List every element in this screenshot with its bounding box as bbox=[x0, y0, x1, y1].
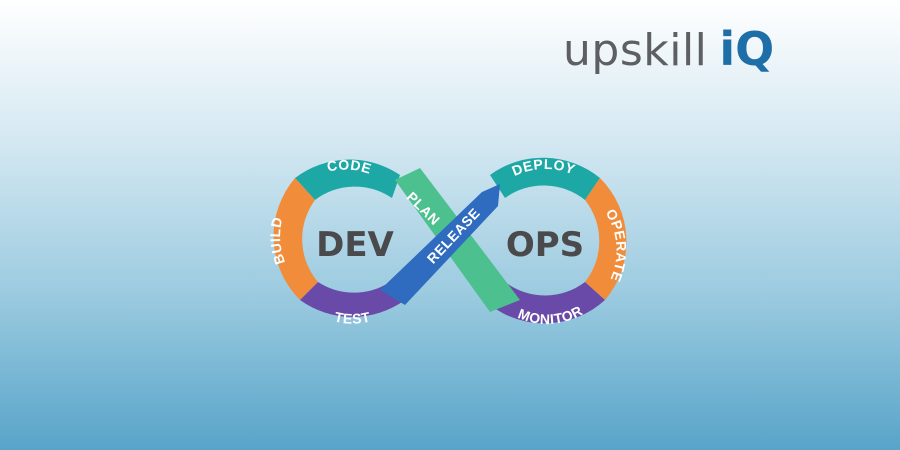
segment-build bbox=[273, 178, 318, 300]
segment-operate bbox=[585, 178, 627, 300]
ops-center-label: OPS bbox=[506, 225, 584, 265]
label-build: BUILD bbox=[267, 216, 288, 267]
segment-code bbox=[295, 159, 400, 200]
dev-center-label: DEV bbox=[316, 225, 394, 265]
segment-test bbox=[300, 282, 405, 317]
label-deploy: DEPLOY bbox=[510, 156, 578, 179]
segment-release bbox=[380, 184, 500, 305]
logo-text-upskill: upskill bbox=[563, 25, 708, 76]
logo-text-iq: iQ bbox=[719, 22, 775, 76]
label-test: TEST bbox=[333, 309, 372, 327]
segment-deploy bbox=[490, 157, 600, 200]
segment-monitor bbox=[490, 282, 605, 324]
upskilliq-logo: upskill iQ bbox=[563, 22, 774, 92]
